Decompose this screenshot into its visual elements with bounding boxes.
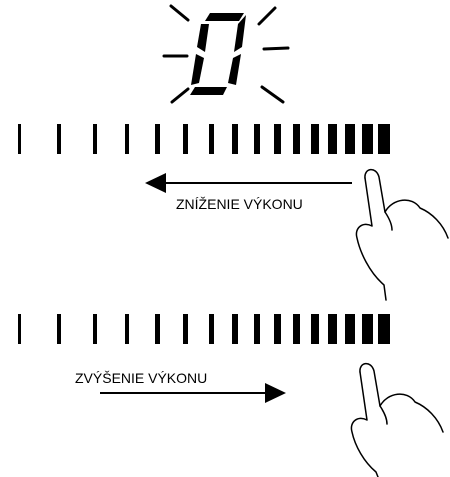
pointing-hand-icon [356, 170, 448, 300]
arrow-left-icon [145, 173, 352, 193]
arrow-right-icon [100, 383, 286, 403]
display-digit [164, 6, 288, 102]
seven-segment-digit-icon [190, 13, 246, 95]
decrease-label: ZNÍŽENIE VÝKONU [176, 196, 303, 212]
power-scale-decrease[interactable] [18, 124, 390, 154]
pointing-hand-icon [351, 364, 443, 477]
increase-label: ZVÝŠENIE VÝKONU [75, 370, 207, 386]
power-scale-increase[interactable] [18, 314, 390, 344]
